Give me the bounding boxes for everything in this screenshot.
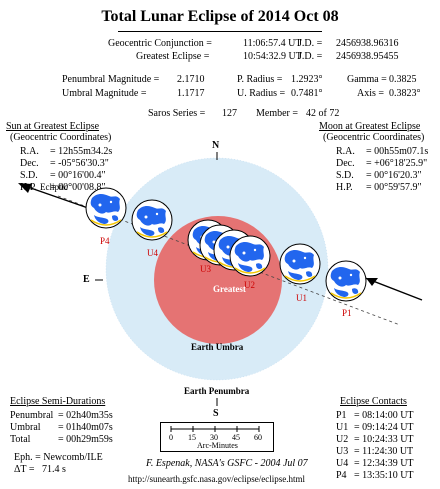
delta-t-label: ΔT = bbox=[14, 464, 35, 475]
scale-tick-15: 15 bbox=[188, 433, 196, 442]
contact-row-p4: P4= 13:35:10 UT bbox=[336, 470, 414, 481]
moon-u1 bbox=[279, 243, 321, 285]
scale-label: Arc-Minutes bbox=[197, 441, 238, 450]
contact-label-u1: U1 bbox=[296, 293, 307, 303]
contacts-heading: Eclipse Contacts bbox=[340, 396, 407, 407]
contact-label-p1: P1 bbox=[342, 308, 352, 318]
greatest-label-diagram: Greatest bbox=[213, 284, 246, 294]
sun-row-sd: S.D.= 00°16'00.4" bbox=[20, 170, 106, 181]
duration-row-umbral: Umbral= 01h40m07s bbox=[10, 422, 113, 433]
scale-tick-0: 0 bbox=[169, 433, 173, 442]
conjunction-label: Geocentric Conjunction = bbox=[108, 38, 212, 49]
penumbral-magnitude: 2.1710 bbox=[177, 74, 205, 85]
conjunction-jd-label: J.D. = bbox=[298, 38, 323, 49]
umbral-magnitude-label: Umbral Magnitude = bbox=[62, 88, 147, 99]
moon-p4 bbox=[85, 187, 127, 229]
sun-heading: Sun at Greatest Eclipse bbox=[6, 121, 100, 132]
entry-arrow-icon bbox=[366, 278, 378, 286]
ephemeris: Eph. = Newcomb/ILE bbox=[14, 452, 103, 463]
title-rule bbox=[118, 31, 322, 32]
u-radius-label: U. Radius = bbox=[237, 88, 286, 99]
moon-u4 bbox=[131, 199, 173, 241]
scale-tick-30: 30 bbox=[210, 433, 218, 442]
moon-path-exit-line bbox=[24, 185, 89, 209]
sun-row-dec: Dec.= -05°56'30.3" bbox=[20, 158, 109, 169]
conjunction-time: 11:06:57.4 UT bbox=[243, 38, 302, 49]
duration-row-total: Total= 00h29m59s bbox=[10, 434, 113, 445]
north-label: N bbox=[212, 140, 220, 151]
greatest-jd-label: J.D. = bbox=[298, 51, 323, 62]
greatest-label: Greatest Eclipse = bbox=[136, 51, 210, 62]
penumbral-magnitude-label: Penumbral Magnitude = bbox=[62, 74, 160, 85]
gamma-label: Gamma = bbox=[347, 74, 387, 85]
member-label: Member = bbox=[256, 108, 299, 119]
source-url[interactable]: http://sunearth.gsfc.nasa.gov/eclipse/ec… bbox=[128, 474, 305, 484]
durations-heading: Eclipse Semi-Durations bbox=[10, 396, 106, 407]
scale-tick-60: 60 bbox=[254, 433, 262, 442]
saros-label: Saros Series = bbox=[148, 108, 206, 119]
credit: F. Espenak, NASA's GSFC - 2004 Jul 07 bbox=[146, 458, 308, 469]
durations-table: Penumbral= 02h40m35s Umbral= 01h40m07s T… bbox=[10, 410, 113, 446]
sun-row-ra: R.A.= 12h55m34.2s bbox=[20, 146, 113, 157]
saros: 127 bbox=[222, 108, 237, 119]
contact-row-u2: U2= 10:24:33 UT bbox=[336, 434, 414, 445]
gamma: 0.3825 bbox=[389, 74, 417, 85]
contact-row-u4: U4= 12:34:39 UT bbox=[336, 458, 414, 469]
contact-row-u1: U1= 09:14:24 UT bbox=[336, 422, 414, 433]
moon-heading: Moon at Greatest Eclipse bbox=[319, 121, 421, 132]
earth-penumbra-label: Earth Penumbra bbox=[184, 386, 250, 396]
conjunction-jd: 2456938.96316 bbox=[336, 38, 399, 49]
p-radius: 1.2923° bbox=[291, 74, 323, 85]
ecliptic-label: Ecliptic bbox=[40, 182, 68, 192]
scale-tick-45: 45 bbox=[232, 433, 240, 442]
moon-subheading: (Geocentric Coordinates) bbox=[323, 132, 425, 143]
contacts-table: P1= 08:14:00 UT U1= 09:14:24 UT U2= 10:2… bbox=[336, 410, 414, 482]
south-label: S bbox=[213, 408, 219, 419]
sun-subheading: (Geocentric Coordinates) bbox=[10, 132, 112, 143]
contact-label-u3: U3 bbox=[200, 264, 211, 274]
umbral-magnitude: 1.1717 bbox=[177, 88, 205, 99]
contact-label-p4: P4 bbox=[100, 236, 110, 246]
member: 42 of 72 bbox=[306, 108, 340, 119]
page-title: Total Lunar Eclipse of 2014 Oct 08 bbox=[101, 8, 339, 25]
exit-arrow-icon bbox=[18, 183, 32, 193]
axis: 0.3823° bbox=[389, 88, 421, 99]
p-radius-label: P. Radius = bbox=[237, 74, 283, 85]
greatest-jd: 2456938.95455 bbox=[336, 51, 399, 62]
moon-row-hp: H.P.= 00°59'57.9" bbox=[336, 182, 422, 193]
duration-row-penumbral: Penumbral= 02h40m35s bbox=[10, 410, 113, 421]
delta-t: 71.4 s bbox=[42, 464, 66, 475]
scale-bar bbox=[170, 426, 260, 432]
contact-row-u3: U3= 11:24:30 UT bbox=[336, 446, 414, 457]
moon-p1 bbox=[325, 260, 367, 302]
contact-label-u4: U4 bbox=[147, 248, 158, 258]
u-radius: 0.7481° bbox=[291, 88, 323, 99]
greatest-time: 10:54:32.9 UT bbox=[243, 51, 302, 62]
moon-coordinates: R.A.= 00h55m07.1s Dec.= +06°18'25.9" S.D… bbox=[336, 146, 428, 194]
moon-row-sd: S.D.= 00°16'20.3" bbox=[336, 170, 422, 181]
axis-label: Axis = bbox=[357, 88, 385, 99]
contact-label-u2: U2 bbox=[244, 280, 255, 290]
contact-row-p1: P1= 08:14:00 UT bbox=[336, 410, 414, 421]
moon-u2 bbox=[229, 235, 271, 277]
moon-row-dec: Dec.= +06°18'25.9" bbox=[336, 158, 428, 169]
earth-umbra-label: Earth Umbra bbox=[191, 342, 244, 352]
scale-box: 0 15 30 45 60 Arc-Minutes bbox=[160, 422, 274, 452]
moon-row-ra: R.A.= 00h55m07.1s bbox=[336, 146, 429, 157]
east-label: E bbox=[83, 274, 90, 285]
